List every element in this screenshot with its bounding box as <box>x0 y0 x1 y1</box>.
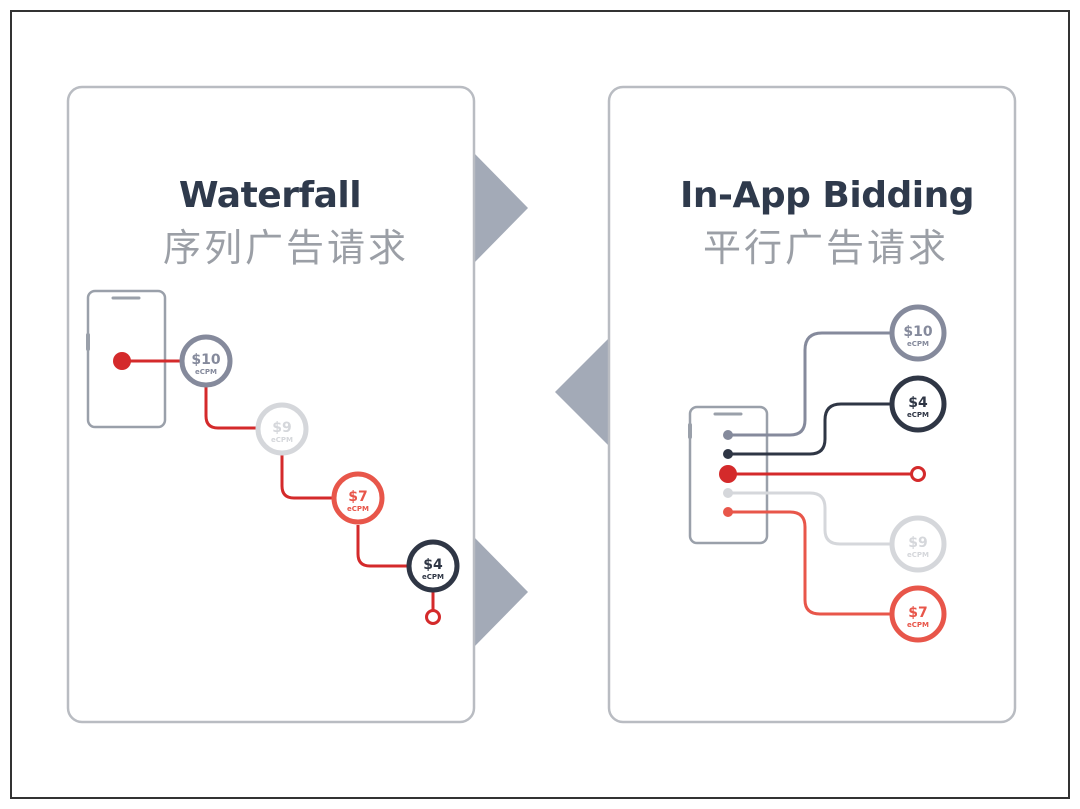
bidding-panel: In-App Bidding 平行广告请求 $10eCPM$4eCPM$9eCP… <box>607 85 1017 724</box>
bidding-end-ring <box>910 466 926 482</box>
ecpm-amount: $9 <box>908 535 927 551</box>
ecpm-node-ring <box>889 515 947 573</box>
ecpm-node-ring <box>255 402 309 456</box>
ecpm-amount: $7 <box>908 605 927 621</box>
ecpm-node-ring <box>889 585 947 643</box>
bidding-subtitle: 平行广告请求 <box>703 226 949 270</box>
ecpm-node-ring <box>331 471 385 525</box>
arrow-right-bottom <box>474 537 528 647</box>
waterfall-start-dot <box>113 352 131 370</box>
ecpm-unit: eCPM <box>422 573 444 581</box>
ecpm-unit: eCPM <box>907 340 929 348</box>
ecpm-amount: $10 <box>903 324 932 340</box>
ecpm-node-ring <box>889 375 947 433</box>
bidding-title: In-App Bidding <box>680 175 974 216</box>
ecpm-amount: $7 <box>348 489 367 505</box>
waterfall-title: Waterfall <box>179 175 361 216</box>
bidding-dot-4 <box>723 449 733 459</box>
waterfall-connector-4 <box>356 525 408 568</box>
ecpm-unit: eCPM <box>195 368 217 376</box>
phone-icon <box>86 289 167 429</box>
bidding-start-dot <box>719 465 737 483</box>
bidding-dot-9 <box>723 488 733 498</box>
bidding-connector-9 <box>728 491 891 546</box>
ecpm-amount: $10 <box>191 352 220 368</box>
ecpm-amount: $4 <box>423 557 443 573</box>
ecpm-unit: eCPM <box>907 411 929 419</box>
waterfall-connector-3 <box>280 455 333 500</box>
ecpm-amount: $9 <box>272 420 291 436</box>
ecpm-node-ring <box>889 304 947 362</box>
ecpm-unit: eCPM <box>347 505 369 513</box>
waterfall-subtitle: 序列广告请求 <box>163 226 409 270</box>
outer-frame <box>10 10 1070 799</box>
bidding-dot-10 <box>723 430 733 440</box>
bidding-dot-7 <box>723 507 733 517</box>
waterfall-panel: Waterfall 序列广告请求 $10eCPM$9eCPM$7eCPM$4eC… <box>66 85 476 724</box>
ecpm-unit: eCPM <box>907 551 929 559</box>
ecpm-unit: eCPM <box>907 621 929 629</box>
waterfall-connector-2 <box>204 387 256 430</box>
arrow-left-middle <box>555 338 609 446</box>
arrow-right-top <box>474 153 528 263</box>
bidding-connector-10 <box>728 331 891 437</box>
ecpm-node-ring <box>406 539 460 593</box>
waterfall-panel-border <box>66 85 476 724</box>
waterfall-end-ring <box>425 609 441 625</box>
bidding-connector-7 <box>728 510 891 616</box>
ecpm-node-ring <box>179 334 233 388</box>
ecpm-amount: $4 <box>908 395 928 411</box>
bidding-connector-4 <box>728 402 891 456</box>
ecpm-unit: eCPM <box>271 436 293 444</box>
